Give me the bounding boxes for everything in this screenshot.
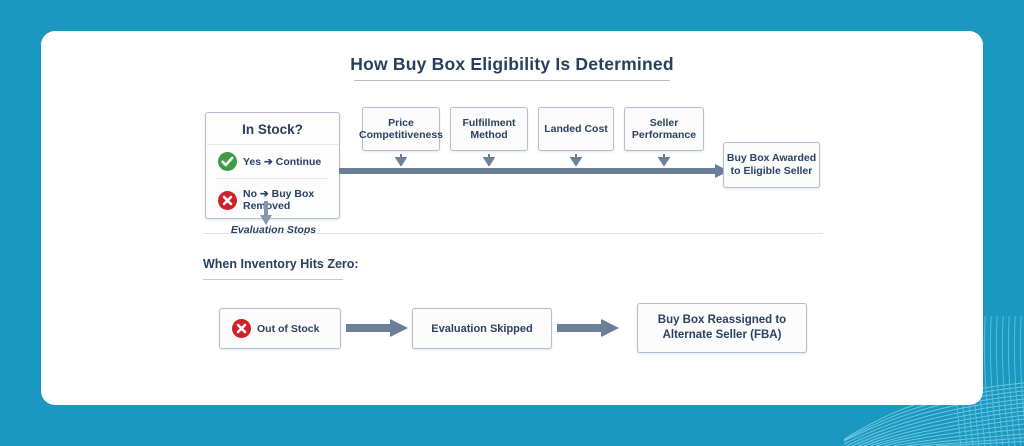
evaluation-stops-label: Evaluation Stops xyxy=(230,224,317,236)
criteria-down-arrow-icon xyxy=(483,154,495,166)
zero-inventory-heading-underline xyxy=(203,279,343,280)
criteria-down-arrow-icon xyxy=(570,154,582,166)
title-underline xyxy=(354,80,670,81)
decision-option-yes[interactable]: Yes ➔ Continue xyxy=(206,145,339,171)
x-circle-icon xyxy=(218,190,237,210)
criteria-box-landed-cost[interactable]: Landed Cost xyxy=(538,107,614,151)
main-flow-arrow-icon xyxy=(339,164,729,178)
out-of-stock-box[interactable]: Out of Stock xyxy=(219,308,341,349)
section-divider xyxy=(203,233,823,234)
content-card: How Buy Box Eligibility Is Determined In… xyxy=(41,31,983,405)
criteria-box-fulfillment-method[interactable]: Fulfillment Method xyxy=(450,107,528,151)
out-of-stock-label: Out of Stock xyxy=(257,322,320,335)
decision-option-yes-label: Yes ➔ Continue xyxy=(243,155,322,168)
evaluation-stops-arrow-icon xyxy=(260,201,272,225)
criteria-down-arrow-icon xyxy=(658,154,670,166)
x-circle-icon xyxy=(232,319,251,338)
check-circle-icon xyxy=(218,152,237,171)
criteria-box-seller-performance[interactable]: Seller Performance xyxy=(624,107,704,151)
divider xyxy=(216,178,329,179)
in-stock-title: In Stock? xyxy=(242,122,303,137)
zero-inventory-heading: When Inventory Hits Zero: xyxy=(203,257,359,271)
criteria-down-arrow-icon xyxy=(395,154,407,166)
in-stock-decision-box[interactable]: In Stock? Yes ➔ Continue No ➔ Buy Box Re… xyxy=(205,112,340,219)
buy-box-reassigned-box[interactable]: Buy Box Reassigned to Alternate Seller (… xyxy=(637,303,807,353)
criteria-box-price-competitiveness[interactable]: Price Competitiveness xyxy=(359,107,443,151)
divider xyxy=(207,144,338,145)
flow-arrow-icon xyxy=(557,319,619,337)
evaluation-skipped-box[interactable]: Evaluation Skipped xyxy=(412,308,552,349)
flow-arrow-icon xyxy=(346,319,408,337)
page-title: How Buy Box Eligibility Is Determined xyxy=(350,54,674,74)
buy-box-awarded-box[interactable]: Buy Box Awarded to Eligible Seller xyxy=(723,142,820,188)
